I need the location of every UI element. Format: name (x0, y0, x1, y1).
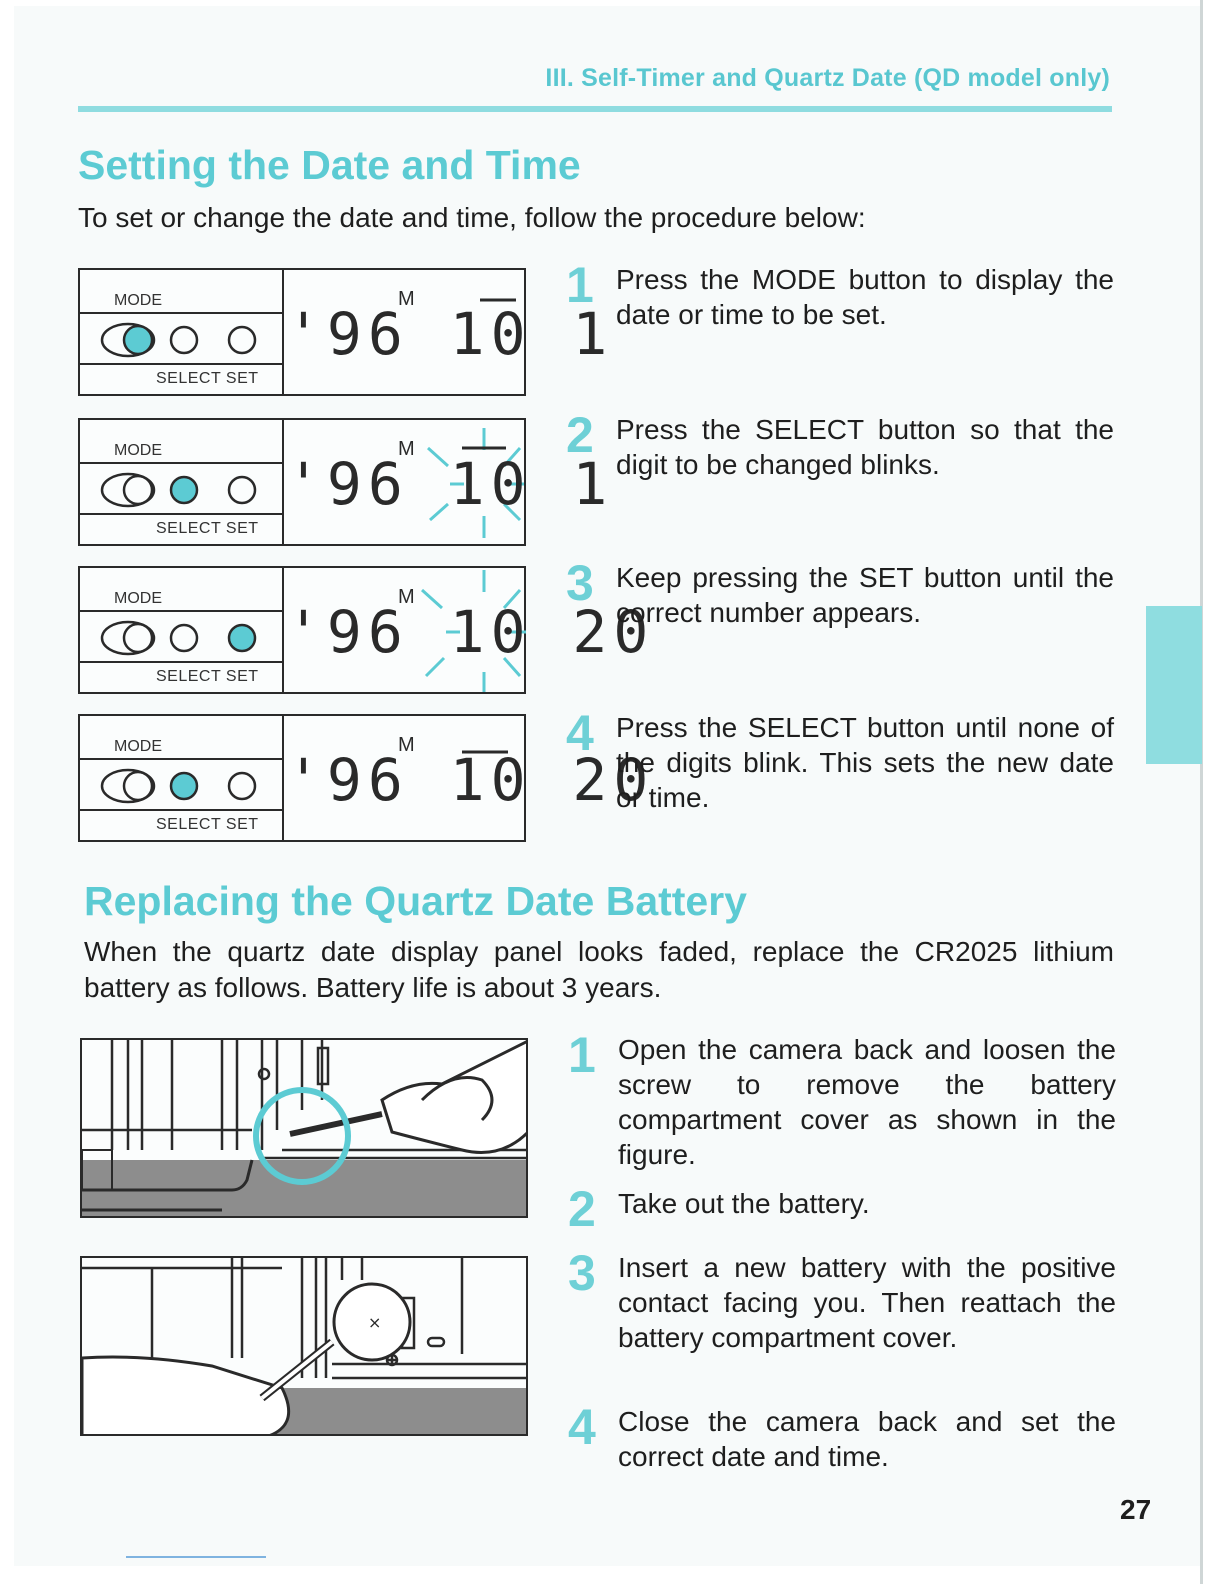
battery-cover-illustration (80, 1038, 528, 1218)
screwdriver-camera-icon (82, 1040, 526, 1216)
date-panel-4: MODE SELECT SET M '96 10 20 (78, 714, 655, 842)
page-number: 27 (1120, 1494, 1152, 1525)
overline-mark-icon (462, 750, 508, 754)
date-panel-1: MODE SELECT SET M '96 10 1 (78, 268, 614, 396)
step-text: Take out the battery. (618, 1188, 870, 1219)
lcd-readout: '96 10 1 (286, 450, 614, 518)
date-section-intro: To set or change the date and time, foll… (78, 202, 866, 233)
button-row-icon (100, 322, 257, 358)
battery-section-intro: When the quartz date display panel looks… (84, 936, 1114, 1003)
svg-text:×: × (368, 1313, 381, 1332)
date-panel-2: MODE SELECT SET M '96 10 1 (78, 418, 614, 546)
battery-compartment-illustration: × (80, 1256, 528, 1436)
section-header: III. Self-Timer and Quartz Date (QD mode… (545, 64, 1110, 92)
blink-rays-icon (420, 570, 526, 692)
battery-compartment-icon: × (82, 1258, 526, 1434)
step-number: 4 (568, 1399, 596, 1455)
chapter-tab-marker (1146, 606, 1202, 764)
footer-line (126, 1556, 266, 1558)
mode-label: MODE (114, 590, 162, 607)
step-text: Close the camera back and set the correc… (618, 1406, 1116, 1472)
page-edge (1200, 0, 1203, 1584)
mode-label: MODE (114, 442, 162, 459)
step-text: Press the SELECT button until none of th… (616, 712, 1114, 813)
battery-section-title: Replacing the Quartz Date Battery (84, 878, 747, 924)
button-row-icon (100, 620, 257, 656)
mode-label: MODE (114, 292, 162, 309)
date-panel-3: MODE SELECT SET M '96 10 20 (78, 566, 655, 694)
step-text: Keep pressing the SET button until the c… (616, 562, 1114, 628)
step-number: 2 (566, 407, 594, 463)
lcd-readout: '96 10 1 (286, 300, 614, 368)
header-rule (78, 106, 1112, 112)
m-mark: M (398, 288, 415, 310)
button-row-icon (100, 472, 257, 508)
step-number: 3 (568, 1245, 596, 1301)
step-text: Press the MODE button to display the dat… (616, 264, 1114, 330)
underline-mark-icon (480, 298, 516, 302)
step-number: 2 (568, 1181, 596, 1237)
step-number: 4 (566, 705, 594, 761)
step-text: Open the camera back and loosen the scre… (618, 1034, 1116, 1170)
date-section-title: Setting the Date and Time (78, 142, 581, 188)
select-set-label: SELECT SET (156, 370, 259, 387)
m-mark: M (398, 586, 415, 608)
button-row-icon (100, 768, 257, 804)
m-mark: M (398, 734, 415, 756)
step-number: 3 (566, 555, 594, 611)
step-number: 1 (568, 1027, 596, 1083)
lcd-readout: '96 10 20 (286, 598, 655, 666)
blink-rays-icon (426, 428, 524, 538)
lcd-readout: '96 10 20 (286, 746, 655, 814)
m-mark: M (398, 438, 415, 460)
step-text: Insert a new battery with the positive c… (618, 1252, 1116, 1353)
step-text: Press the SELECT button so that the digi… (616, 414, 1114, 480)
select-set-label: SELECT SET (156, 816, 259, 833)
select-set-label: SELECT SET (156, 668, 259, 685)
mode-label: MODE (114, 738, 162, 755)
select-set-label: SELECT SET (156, 520, 259, 537)
step-number: 1 (566, 257, 594, 313)
